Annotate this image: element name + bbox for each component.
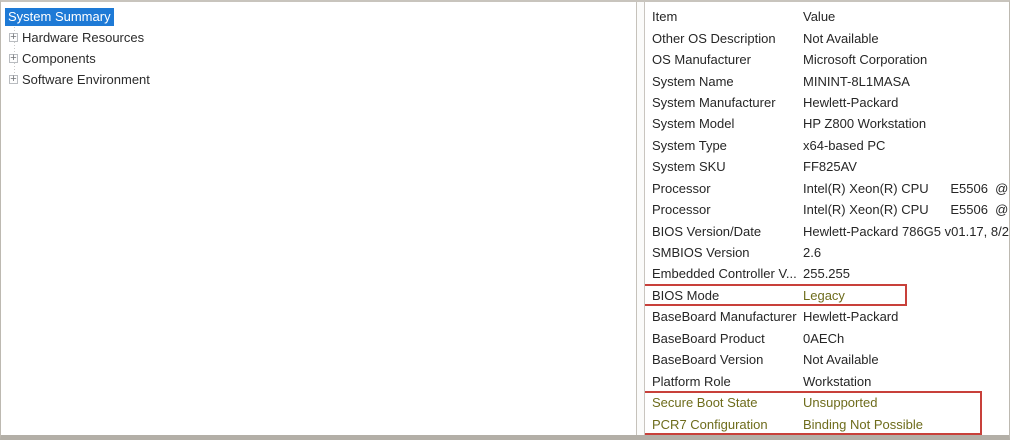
value-cell: Intel(R) Xeon(R) CPU E5506 @ 2.13GHz — [803, 202, 1009, 218]
item-cell: Secure Boot State — [652, 395, 758, 411]
item-cell: BaseBoard Product — [652, 330, 765, 346]
column-header-item[interactable]: Item — [652, 9, 678, 25]
value-cell: Binding Not Possible — [803, 416, 923, 432]
item-cell: System Type — [652, 137, 727, 153]
value-cell: HP Z800 Workstation — [803, 116, 927, 132]
value-cell: Unsupported — [803, 395, 878, 411]
item-cell: Embedded Controller V... — [652, 266, 797, 282]
category-tree-pane: System Summary + Hardware Resources + Co… — [1, 2, 637, 435]
value-cell: 2.6 — [803, 245, 822, 261]
value-cell: Legacy — [803, 287, 845, 303]
value-cell: 0AECh — [803, 330, 845, 346]
table-row[interactable]: BaseBoard Version Not Available — [645, 349, 1009, 370]
value-cell: Microsoft Corporation — [803, 52, 928, 68]
item-cell: OS Manufacturer — [652, 52, 751, 68]
item-cell: System Name — [652, 73, 734, 89]
table-row[interactable]: BIOS Version/Date Hewlett-Packard 786G5 v… — [645, 220, 1009, 241]
item-cell: BIOS Version/Date — [652, 223, 762, 239]
item-cell: Other OS Description — [652, 30, 776, 46]
value-cell: Hewlett-Packard 786G5 v01.17, 8/2/2013 — [803, 223, 1009, 239]
tree-item-software-environment[interactable]: + Software Environment — [1, 69, 636, 90]
value-cell: FF825AV — [803, 159, 857, 175]
item-cell: SMBIOS Version — [652, 245, 750, 261]
tree-item-label-selected: System Summary — [5, 7, 114, 26]
expand-plus-icon[interactable]: + — [9, 73, 18, 85]
item-cell: System SKU — [652, 159, 726, 175]
table-row[interactable]: OS Manufacturer Microsoft Corporation — [645, 49, 1009, 70]
table-row[interactable]: BaseBoard Manufacturer Hewlett-Packard — [645, 306, 1009, 327]
item-cell: BIOS Mode — [652, 287, 720, 303]
tree-item-label: Components — [22, 51, 96, 66]
value-cell: 255.255 — [803, 266, 850, 282]
table-row[interactable]: BaseBoard Product 0AECh — [645, 328, 1009, 349]
tree-item-components[interactable]: + Components — [1, 48, 636, 69]
item-cell: Processor — [652, 202, 711, 218]
value-cell: Workstation — [803, 373, 872, 389]
value-cell: Hewlett-Packard — [803, 94, 899, 110]
table-row[interactable]: Platform Role Workstation — [645, 370, 1009, 391]
item-cell: PCR7 Configuration — [652, 416, 768, 432]
expand-plus-icon[interactable]: + — [9, 52, 18, 64]
tree-item-label: Hardware Resources — [22, 30, 145, 45]
table-row[interactable]: System Type x64-based PC — [645, 135, 1009, 156]
item-cell: System Model — [652, 116, 735, 132]
table-row[interactable]: Processor Intel(R) Xeon(R) CPU E5506 @ 2.… — [645, 178, 1009, 199]
item-cell: BaseBoard Version — [652, 352, 764, 368]
value-cell: Hewlett-Packard — [803, 309, 899, 325]
item-cell: Processor — [652, 180, 711, 196]
tree-item-hardware-resources[interactable]: + Hardware Resources — [1, 27, 636, 48]
table-row[interactable]: Other OS Description Not Available — [645, 27, 1009, 48]
table-row[interactable]: Processor Intel(R) Xeon(R) CPU E5506 @ 2.… — [645, 199, 1009, 220]
item-cell: System Manufacturer — [652, 94, 776, 110]
table-row[interactable]: SMBIOS Version 2.6 — [645, 242, 1009, 263]
tree-item-system-summary[interactable]: System Summary — [1, 6, 636, 27]
value-cell: MININT-8L1MASA — [803, 73, 910, 89]
item-cell: Platform Role — [652, 373, 731, 389]
tree-item-label: Software Environment — [22, 72, 150, 87]
value-cell: Not Available — [803, 30, 879, 46]
table-row[interactable]: System Model HP Z800 Workstation — [645, 113, 1009, 134]
value-cell: Not Available — [803, 352, 879, 368]
value-cell: x64-based PC — [803, 137, 886, 153]
value-cell: Intel(R) Xeon(R) CPU E5506 @ 2.13GHz — [803, 180, 1009, 196]
pane-splitter[interactable] — [637, 2, 644, 435]
tree-guide-line — [14, 24, 15, 82]
table-row[interactable]: Secure Boot State Unsupported — [645, 392, 1009, 413]
table-row[interactable]: BIOS Mode Legacy — [645, 285, 1009, 306]
table-row[interactable]: System SKU FF825AV — [645, 156, 1009, 177]
item-cell: BaseBoard Manufacturer — [652, 309, 797, 325]
column-header-value[interactable]: Value — [803, 9, 836, 25]
table-row[interactable]: Embedded Controller V... 255.255 — [645, 263, 1009, 284]
table-row[interactable]: PCR7 Configuration Binding Not Possible — [645, 413, 1009, 434]
expand-plus-icon[interactable]: + — [9, 31, 18, 43]
table-row[interactable]: System Name MININT-8L1MASA — [645, 70, 1009, 91]
column-header-row: Item Value — [645, 6, 1009, 27]
table-row[interactable]: System Manufacturer Hewlett-Packard — [645, 92, 1009, 113]
